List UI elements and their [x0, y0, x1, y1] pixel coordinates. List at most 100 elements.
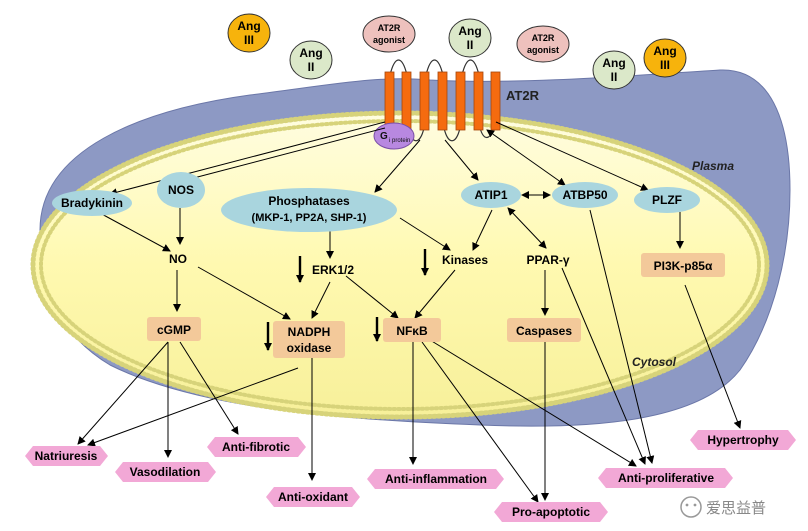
- arrow-erk-nadph: [311, 281, 331, 319]
- receptor-label: AT2R: [506, 88, 540, 103]
- svg-text:Anti-inflammation: Anti-inflammation: [385, 472, 487, 486]
- arrow-nadph-natriuresis: [87, 367, 299, 447]
- svg-text:Ang: Ang: [653, 44, 676, 58]
- svg-text:AT2R: AT2R: [532, 33, 555, 43]
- svg-text:agonist: agonist: [527, 45, 559, 55]
- outcome-proapoptotic: Pro-apoptotic: [494, 502, 608, 522]
- ligand-ang2-center: Ang II: [448, 18, 492, 58]
- node-phosphatases: Phosphatases (MKP-1, PP2A, SHP-1): [221, 188, 397, 232]
- arrow-bradykinin-no: [97, 211, 171, 252]
- svg-text:ATIP1: ATIP1: [474, 188, 507, 202]
- svg-text:ATBP50: ATBP50: [562, 188, 607, 202]
- arrow-cgmp-antifibrotic: [179, 341, 239, 435]
- arrow-kinases-nfkb: [414, 269, 456, 319]
- node-erk: ERK1/2: [312, 263, 354, 277]
- svg-text:AT2R: AT2R: [378, 23, 401, 33]
- svg-text:Ang: Ang: [299, 46, 322, 60]
- outcome-antifibrotic: Anti-fibrotic: [207, 437, 306, 457]
- arrow-receptor-atbp50: [486, 129, 566, 186]
- svg-text:(MKP-1, PP2A, SHP-1): (MKP-1, PP2A, SHP-1): [252, 212, 367, 224]
- node-bradykinin: Bradykinin: [52, 190, 132, 216]
- svg-text:PLZF: PLZF: [652, 193, 682, 207]
- arrow-atip1-ppar: [507, 207, 547, 249]
- arrow-ppar-antiproliferative: [561, 267, 646, 465]
- svg-text:cGMP: cGMP: [157, 323, 191, 337]
- svg-text:NFκB: NFκB: [396, 324, 428, 338]
- cytosol-label: Cytosol: [632, 355, 677, 369]
- ligand-ang3-right: Ang III: [643, 38, 687, 78]
- arrows: [77, 121, 742, 503]
- ligand-ang3-left: Ang III: [227, 13, 271, 53]
- node-no: NO: [169, 252, 187, 266]
- svg-text:Hypertrophy: Hypertrophy: [707, 433, 779, 447]
- watermark-text: 爱思益普: [706, 499, 766, 517]
- outcome-vasodilation: Vasodilation: [115, 462, 216, 482]
- regulation-arrows: [264, 249, 429, 351]
- svg-text:Ang: Ang: [458, 24, 481, 38]
- arrow-nfkb-antiproliferative: [429, 339, 637, 467]
- svg-text:Anti-proliferative: Anti-proliferative: [618, 471, 714, 485]
- arrow-nfkb-proapoptotic: [421, 341, 539, 503]
- svg-text:II: II: [611, 70, 618, 84]
- svg-text:II: II: [308, 60, 315, 74]
- svg-text:Caspases: Caspases: [516, 324, 572, 338]
- watermark: 爱思益普: [680, 496, 766, 518]
- arrow-receptor-phosphatases: [374, 139, 421, 193]
- ligand-agonist-right: AT2R agonist: [516, 25, 570, 63]
- arrow-receptor-bradykinin: [109, 121, 386, 197]
- arrow-cgmp-natriuresis: [77, 341, 169, 445]
- plasma-label: Plasma: [692, 159, 734, 173]
- svg-text:Ang: Ang: [237, 19, 260, 33]
- node-nos: NOS: [157, 172, 205, 208]
- node-ppar: PPAR-γ: [526, 253, 569, 267]
- arrow-pi3k-hypertrophy: [684, 284, 742, 429]
- svg-text:Pro-apoptotic: Pro-apoptotic: [512, 505, 590, 519]
- arrow-receptor-nos: [185, 127, 386, 183]
- outcome-hypertrophy: Hypertrophy: [690, 430, 796, 450]
- node-cgmp: cGMP: [147, 317, 201, 341]
- arrow-erk-nfkb: [345, 275, 399, 319]
- svg-text:Ang: Ang: [602, 56, 625, 70]
- arrow-receptor-atip1: [444, 139, 479, 181]
- svg-text:Bradykinin: Bradykinin: [61, 196, 123, 210]
- arrow-receptor-plzf: [495, 121, 649, 191]
- ligand-ang2-left: Ang II: [289, 40, 333, 80]
- svg-text:agonist: agonist: [373, 35, 405, 45]
- ligand-agonist-left: AT2R agonist: [362, 15, 416, 53]
- membrane-dots-inner: [39, 119, 761, 411]
- node-atip1: ATIP1: [461, 182, 521, 208]
- node-atbp50: ATBP50: [552, 182, 618, 208]
- arrow-phosphatases-kinases: [399, 217, 451, 251]
- outcome-antioxidant: Anti-oxidant: [266, 487, 360, 507]
- svg-text:III: III: [660, 58, 670, 72]
- node-nadph-oxidase: NADPH oxidase: [273, 321, 345, 358]
- arrow-no-nadph: [197, 266, 291, 320]
- svg-text:NADPH: NADPH: [288, 325, 331, 339]
- svg-text:NOS: NOS: [168, 183, 194, 197]
- node-kinases: Kinases: [442, 253, 488, 267]
- arrow-atbp50-antiproliferative: [589, 209, 655, 464]
- svg-text:Anti-oxidant: Anti-oxidant: [278, 490, 348, 504]
- svg-text:Phosphatases: Phosphatases: [268, 194, 350, 208]
- outcome-natriuresis: Natriuresis: [25, 446, 108, 466]
- svg-text:Anti-fibrotic: Anti-fibrotic: [222, 440, 290, 454]
- outcome-antiinflammation: Anti-inflammation: [367, 469, 504, 489]
- svg-text:oxidase: oxidase: [287, 341, 332, 355]
- svg-text:G: G: [380, 131, 388, 142]
- node-nfkb: NFκB: [383, 318, 441, 342]
- svg-text:III: III: [244, 33, 254, 47]
- svg-text:PI3K-p85α: PI3K-p85α: [654, 259, 713, 273]
- ligand-ang2-right: Ang II: [592, 50, 636, 90]
- svg-text:II: II: [467, 38, 474, 52]
- g-protein: G i protein: [373, 122, 415, 150]
- node-pi3k: PI3K-p85α: [641, 253, 725, 277]
- membrane-dots-outer: [30, 110, 770, 420]
- svg-text:i protein: i protein: [389, 138, 410, 144]
- svg-text:Natriuresis: Natriuresis: [35, 449, 98, 463]
- outcome-antiproliferative: Anti-proliferative: [598, 468, 733, 488]
- node-plzf: PLZF: [634, 187, 700, 213]
- node-caspases: Caspases: [507, 318, 581, 342]
- svg-text:Vasodilation: Vasodilation: [130, 465, 201, 479]
- arrow-atip1-kinases: [472, 209, 493, 251]
